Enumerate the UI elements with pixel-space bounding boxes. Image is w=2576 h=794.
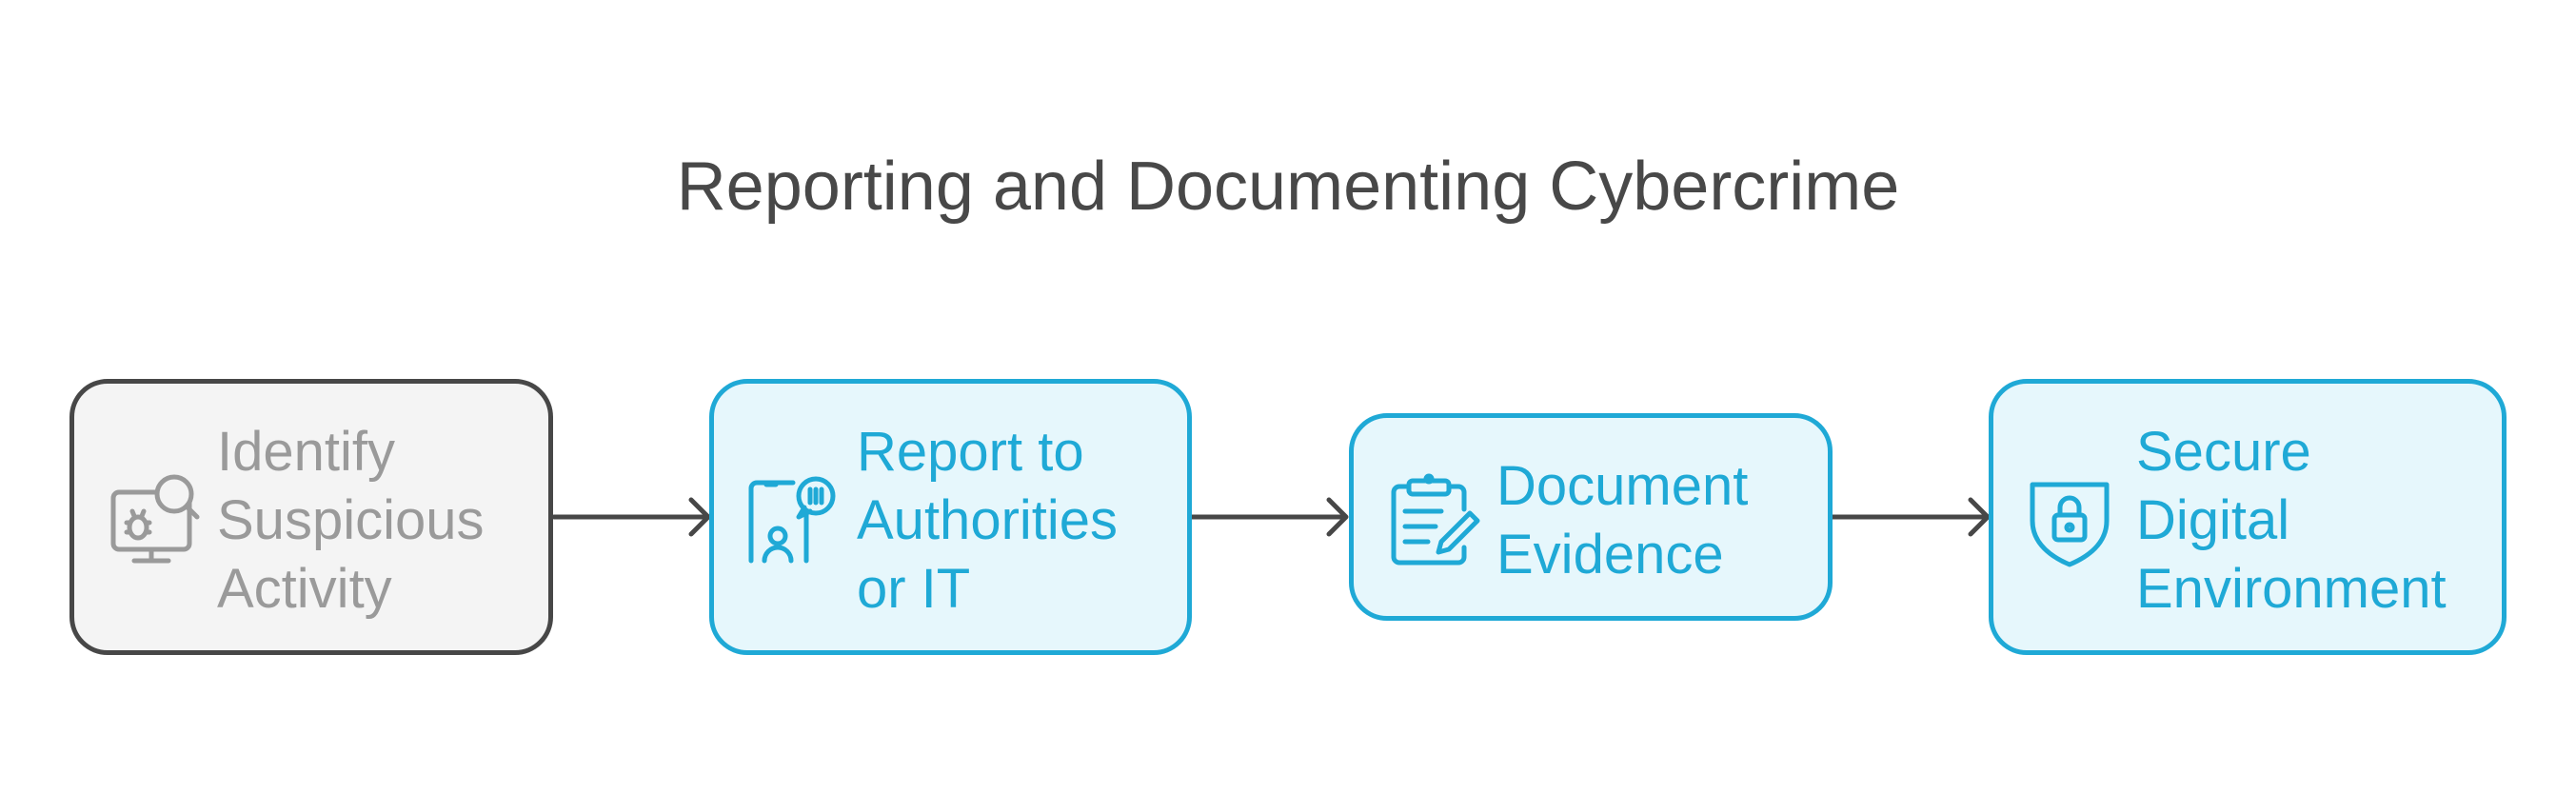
arrow-3-head [1968,497,1991,537]
clipboard-pencil-icon [1391,473,1480,566]
step-secure-digital-environment[interactable]: Secure Digital Environment [1989,379,2507,655]
diagram-title: Reporting and Documenting Cybercrime [676,149,1900,225]
step-1-label: Identify Suspicious Activity [217,421,485,620]
step-3-label: Document Evidence [1496,455,1749,586]
step-document-evidence[interactable]: Document Evidence [1349,413,1833,621]
arrow-2-head [1326,497,1349,537]
bug-search-monitor-icon [110,474,200,564]
step-4-label: Secure Digital Environment [2136,421,2447,620]
report-phone-chat-icon [748,476,836,564]
step-2-label: Report to Authorities or IT [857,421,1119,620]
step-report-to-authorities[interactable]: Report to Authorities or IT [709,379,1192,655]
step-identify-suspicious-activity[interactable]: Identify Suspicious Activity [69,379,553,655]
shield-lock-icon [2030,482,2110,567]
arrow-1-head [688,497,711,537]
